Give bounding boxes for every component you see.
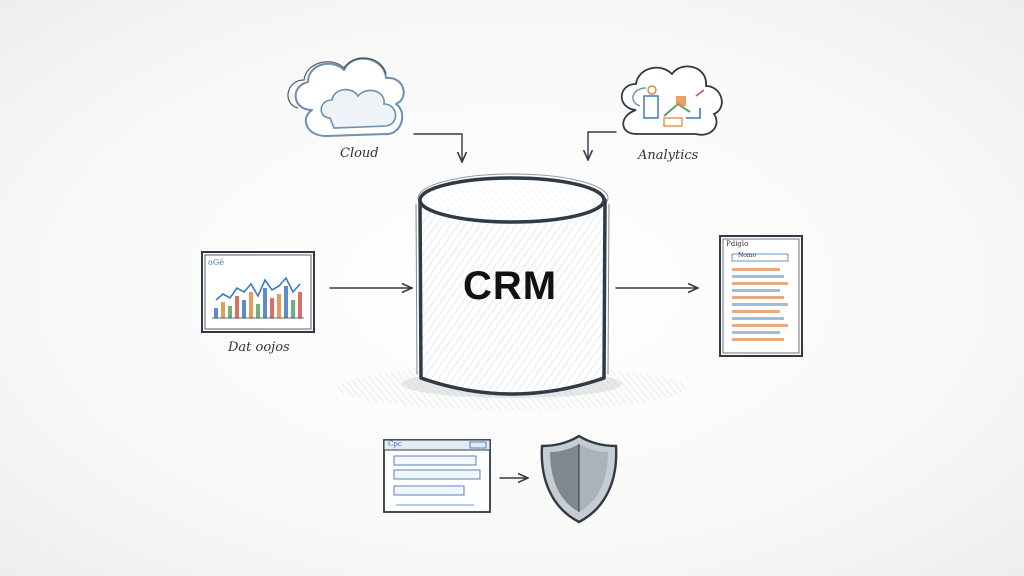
cloud-arrow [413, 133, 462, 162]
dashboard-chart-icon [201, 251, 315, 333]
dashboard-bar [235, 296, 239, 318]
dashboard-bar [242, 300, 246, 318]
cloud-icon [287, 57, 405, 137]
dashboard-bar [277, 294, 281, 318]
report-line [732, 310, 780, 313]
form-window-icon [383, 439, 491, 513]
cloud-label: Cloud [340, 146, 379, 161]
crm-label: CRM [462, 264, 558, 308]
dashboard-bar [263, 288, 267, 318]
dashboard-bar [298, 292, 302, 318]
analytics-arrow [588, 131, 617, 160]
report-subtitle: Nomo [738, 252, 757, 259]
analytics-cloud-icon [620, 65, 723, 136]
form-title: Cpc [388, 440, 402, 448]
report-title: Pdiglo [726, 240, 749, 248]
report-line [732, 289, 780, 292]
report-line [732, 268, 780, 271]
report-line [732, 296, 784, 299]
report-line [732, 338, 784, 341]
dashboard-bar [249, 292, 253, 318]
report-line [732, 282, 788, 285]
dashboard-mini-title: oGé [208, 258, 224, 267]
report-line [732, 317, 784, 320]
report-line [732, 275, 784, 278]
report-line [732, 303, 788, 306]
shield-icon [540, 434, 618, 524]
report-line [732, 324, 788, 327]
report-document-icon [719, 235, 803, 357]
dashboard-bar [291, 300, 295, 318]
analytics-label: Analytics [638, 148, 699, 163]
dashboard-bar [214, 308, 218, 318]
dashboards-label: Dat oojos [228, 340, 290, 355]
dashboard-bar [270, 298, 274, 318]
dashboard-bar [228, 306, 232, 318]
database-cylinder-icon [337, 173, 687, 410]
dashboard-bar [256, 304, 260, 318]
dashboard-bar [284, 286, 288, 318]
dashboard-bar [221, 302, 225, 318]
report-line [732, 331, 780, 334]
